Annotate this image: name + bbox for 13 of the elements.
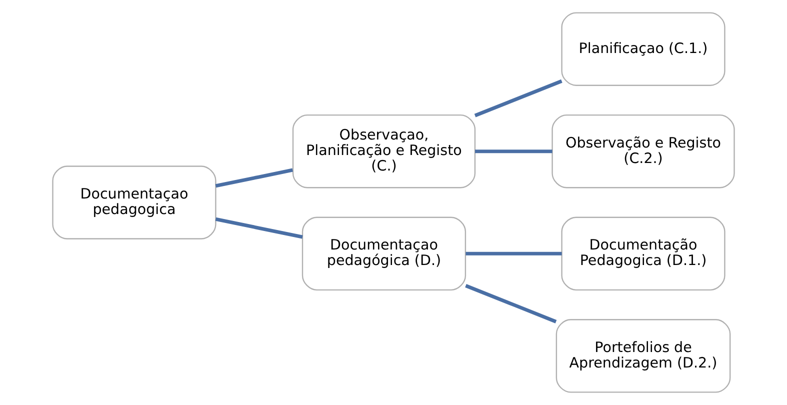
node-box: Portefolios de Aprendizagem (D.2.) xyxy=(556,319,731,393)
connector xyxy=(474,79,562,118)
connector xyxy=(465,284,557,324)
node-box: Documentaçao pedagogica xyxy=(52,166,216,240)
node-box: Observaçao, Planificação e Registo (C.) xyxy=(292,114,476,188)
node-box: Observação e Registo (C.2.) xyxy=(552,114,735,188)
node-box: Documentaçao pedagógica (D.) xyxy=(302,216,466,291)
connector xyxy=(475,150,552,154)
connector xyxy=(466,252,562,256)
connector xyxy=(215,168,293,188)
connector xyxy=(215,217,303,239)
node-box: Planificaçao (C.1.) xyxy=(561,12,726,86)
node-box: Documentação Pedagogica (D.1.) xyxy=(561,216,726,291)
